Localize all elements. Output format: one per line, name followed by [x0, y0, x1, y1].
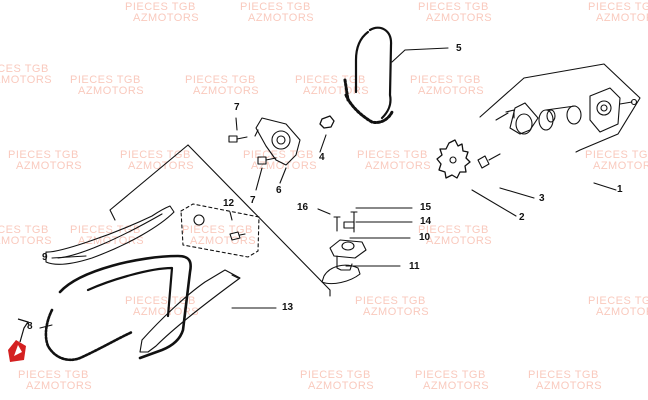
- box-part-12: [180, 203, 260, 258]
- callout-7b: 7: [250, 195, 256, 206]
- guide-plate-part-6: [254, 117, 301, 166]
- callout-9: 9: [42, 252, 48, 263]
- callout-12: 12: [223, 198, 235, 209]
- diagonal-line-left: [109, 144, 189, 221]
- leader-line-12: [229, 211, 233, 221]
- nut-part-4: [319, 115, 335, 129]
- leader-line-3: [499, 187, 535, 199]
- callout-7a: 7: [234, 102, 240, 113]
- callout-14: 14: [420, 216, 432, 227]
- logo-icon: [8, 340, 26, 362]
- leader-line-8: [39, 324, 53, 329]
- leader-line-5: [391, 47, 449, 63]
- callout-11: 11: [409, 261, 420, 272]
- leader-line-7a: [235, 117, 238, 131]
- oil-pump-bracket: [479, 63, 641, 153]
- callout-4: 4: [319, 152, 325, 163]
- callout-15: 15: [420, 202, 432, 213]
- bolt-part-7-top: [228, 135, 248, 143]
- callout-10: 10: [419, 232, 431, 243]
- leader-line-2: [471, 189, 517, 217]
- diagonal-line: [187, 144, 331, 297]
- bolt-part-3: [477, 153, 501, 169]
- callout-2: 2: [519, 212, 525, 223]
- tensioner-assembly-part-10: [321, 239, 367, 285]
- leader-line-7b: [255, 167, 263, 191]
- leader-line-16: [317, 208, 331, 215]
- callout-8: 8: [27, 321, 33, 332]
- leader-line-6: [279, 167, 287, 184]
- callout-16: 16: [297, 202, 309, 213]
- watermark-line1: PIECES TGB: [125, 1, 196, 13]
- screw-part-15: [350, 211, 358, 233]
- washer-part-14: [343, 221, 355, 229]
- tensioner-rail-part-13: [139, 269, 241, 353]
- callout-13: 13: [282, 302, 294, 313]
- leader-line-1: [593, 182, 617, 191]
- lower-cam-chain: [44, 254, 192, 362]
- guide-rail-part-9: [45, 205, 175, 265]
- screw-part-16: [333, 216, 341, 232]
- callout-6: 6: [276, 185, 282, 196]
- oil-pump-assembly-part-1: [495, 87, 638, 135]
- leader-line-9: [51, 255, 87, 259]
- callout-5: 5: [456, 43, 462, 54]
- bolt-part-7-bottom: [257, 156, 277, 165]
- leader-line-4: [319, 134, 327, 153]
- sprocket-part-2: [436, 139, 471, 179]
- watermark-line2: AZMOTORS: [133, 12, 200, 24]
- callout-3: 3: [539, 193, 545, 204]
- callout-1: 1: [617, 184, 623, 195]
- logo-stroke-icon: [17, 318, 29, 343]
- upper-cam-chain: [343, 26, 394, 124]
